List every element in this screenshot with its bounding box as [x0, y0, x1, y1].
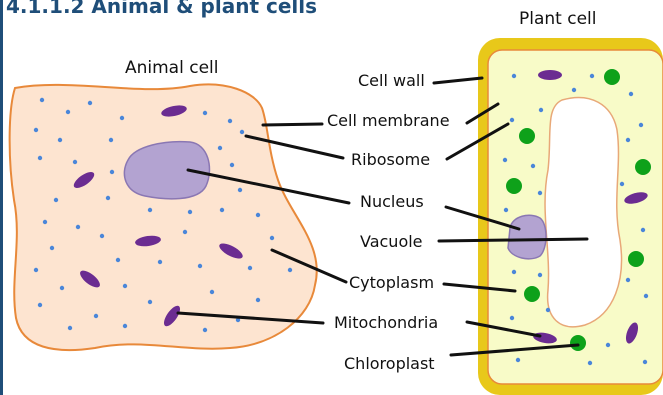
- plant-vacuole: [545, 98, 621, 327]
- label-cytoplasm: Cytoplasm: [349, 273, 434, 292]
- label-ribosome: Ribosome: [351, 150, 430, 169]
- label-cell-wall: Cell wall: [358, 71, 425, 90]
- label-nucleus: Nucleus: [360, 192, 424, 211]
- label-mitochondria: Mitochondria: [334, 313, 438, 332]
- leader-vacuole: [439, 239, 587, 241]
- animal-cell: Animal cell: [10, 58, 317, 350]
- mitochondrion: [538, 70, 562, 80]
- chloroplast: [519, 128, 535, 144]
- leader-cell-membrane-animal: [263, 124, 322, 125]
- chloroplast: [628, 251, 644, 267]
- label-cell-membrane: Cell membrane: [327, 111, 450, 130]
- labels: Cell wall Cell membrane Ribosome Nucleus…: [327, 71, 450, 373]
- plant-cell-title: Plant cell: [519, 9, 597, 29]
- label-vacuole: Vacuole: [360, 232, 423, 251]
- plant-nucleus: [508, 215, 546, 259]
- label-chloroplast: Chloroplast: [344, 354, 435, 373]
- chloroplast: [570, 335, 586, 351]
- chloroplast: [635, 159, 651, 175]
- chloroplast: [506, 178, 522, 194]
- chloroplast: [524, 286, 540, 302]
- plant-cell: Plant cell: [478, 9, 663, 395]
- animal-cell-title: Animal cell: [125, 58, 218, 78]
- animal-nucleus: [124, 142, 209, 199]
- leader-cell-wall: [434, 78, 482, 83]
- chloroplast: [604, 69, 620, 85]
